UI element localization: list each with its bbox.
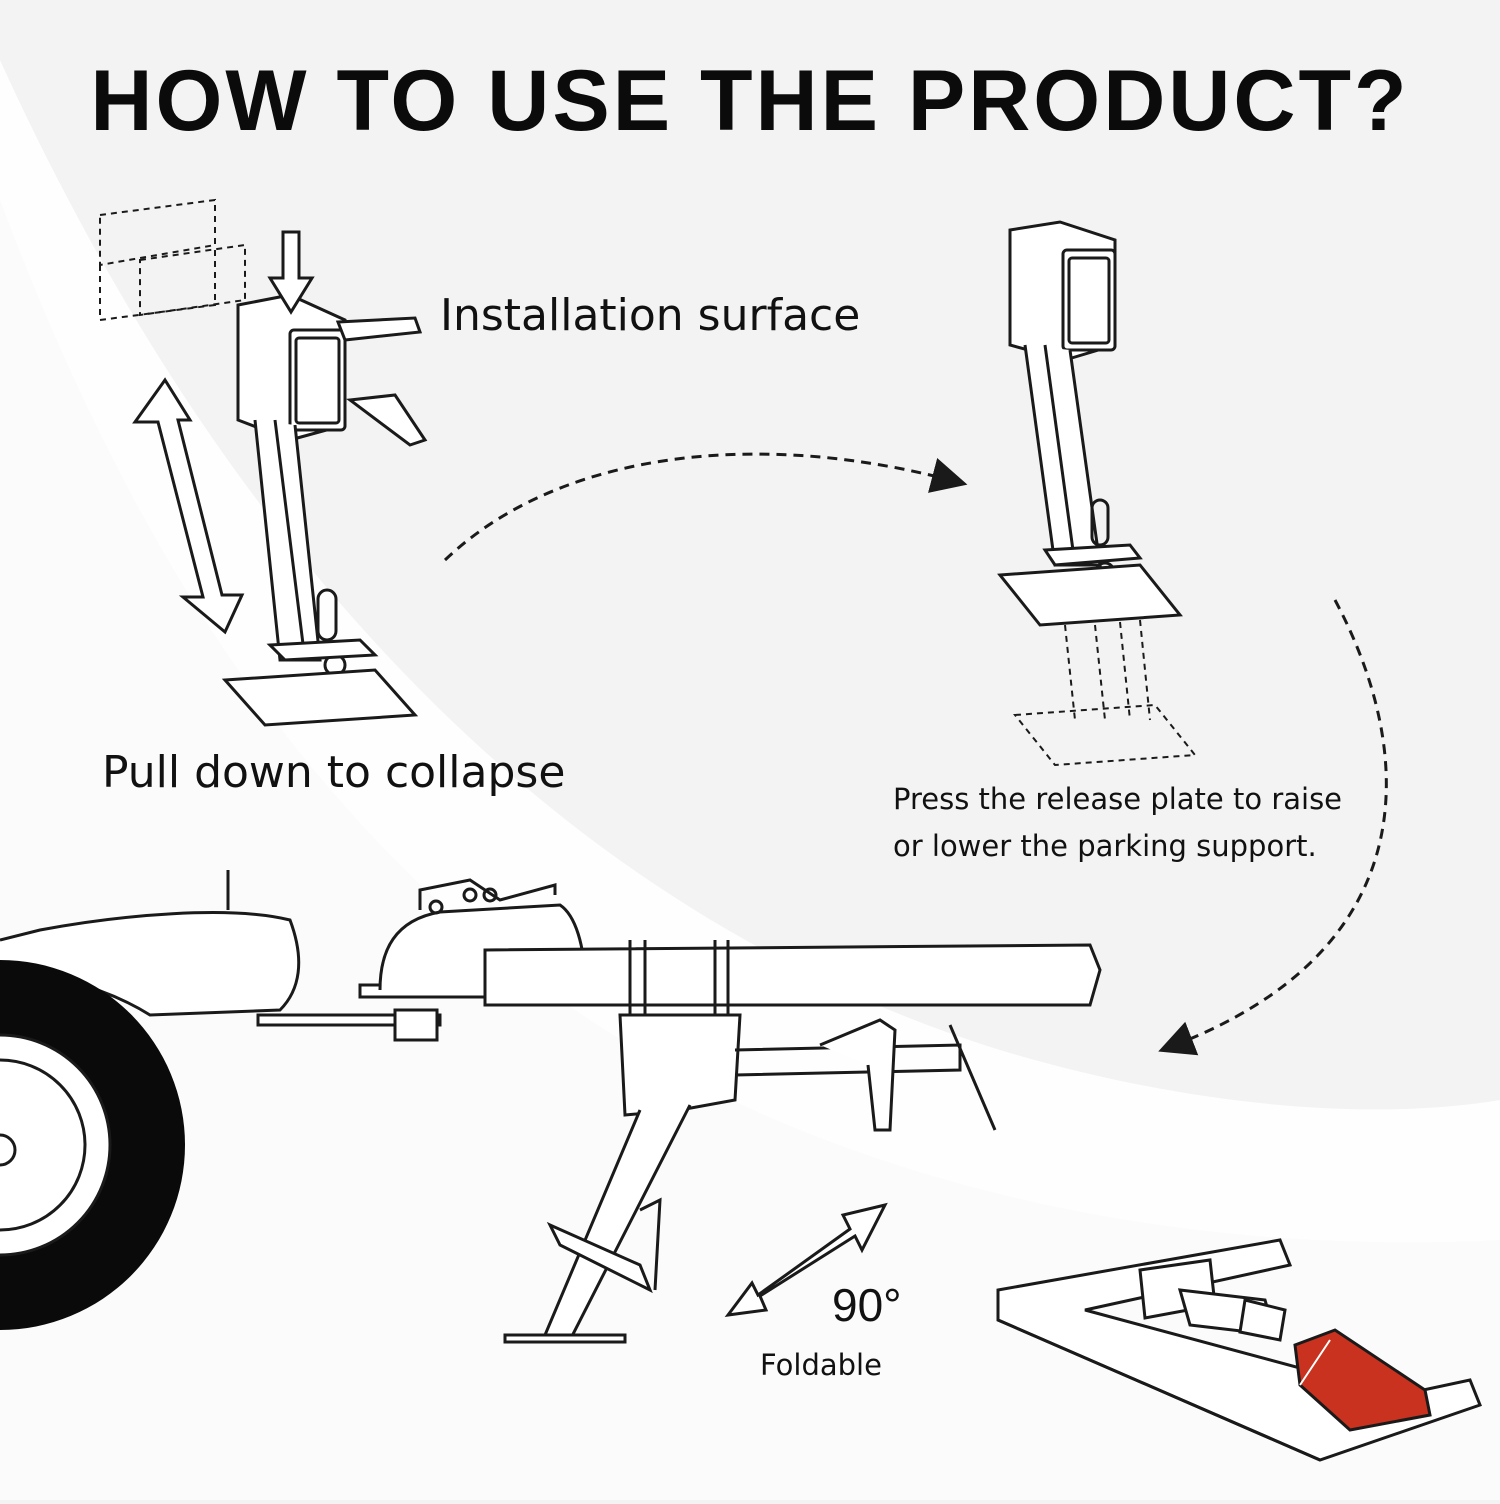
frame-mount-drawing bbox=[996, 1238, 1482, 1462]
jack-extended-drawing bbox=[997, 220, 1197, 767]
press-release-label-line2: or lower the parking support. bbox=[893, 829, 1317, 863]
background-swoosh-inner bbox=[0, 200, 1500, 1500]
curved-dashed-arrow-icon bbox=[443, 452, 968, 562]
installation-surface-label: Installation surface bbox=[440, 290, 861, 341]
wheel-icon bbox=[0, 960, 185, 1330]
down-arrow-icon bbox=[267, 230, 315, 315]
curved-dashed-arrow-icon bbox=[1158, 599, 1388, 1056]
double-arrow-icon bbox=[132, 377, 245, 635]
pull-down-label: Pull down to collapse bbox=[102, 747, 566, 798]
angle-label: 90° bbox=[832, 1279, 902, 1331]
page-title: HOW TO USE THE PRODUCT? bbox=[90, 53, 1410, 149]
trailer-drawing bbox=[0, 870, 1102, 1344]
double-arrow-icon bbox=[724, 1202, 888, 1317]
jack-collapsed-drawing bbox=[99, 198, 428, 727]
foldable-label: Foldable bbox=[760, 1348, 882, 1382]
press-release-label-line1: Press the release plate to raise bbox=[893, 782, 1343, 816]
